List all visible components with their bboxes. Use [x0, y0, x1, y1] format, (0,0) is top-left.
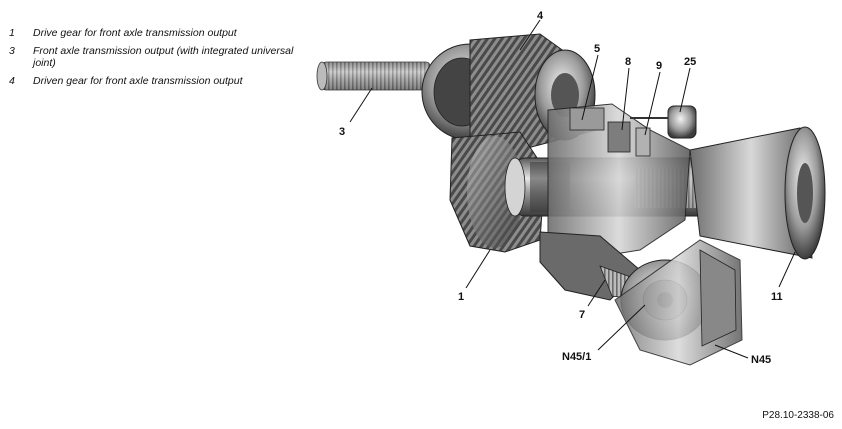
callout-11: 11	[771, 291, 783, 303]
callout-5: 5	[594, 43, 600, 55]
legend-item: 1 Drive gear for front axle transmission…	[9, 27, 309, 39]
callout-1: 1	[458, 291, 464, 303]
callout-n45-1: N45/1	[562, 351, 591, 363]
legend-number: 4	[9, 75, 15, 87]
callout-9: 9	[656, 60, 662, 72]
legend-text: Front axle transmission output (with int…	[33, 45, 294, 69]
reference-code: P28.10-2338-06	[762, 410, 834, 421]
legend-item: 3 Front axle transmission output (with i…	[9, 45, 309, 69]
legend-number: 1	[9, 27, 15, 39]
legend-text: Drive gear for front axle transmission o…	[33, 27, 237, 39]
callout-n45: N45	[751, 354, 771, 366]
output-flange	[689, 126, 826, 260]
legend-number: 3	[9, 45, 15, 57]
legend-item: 4 Driven gear for front axle transmissio…	[9, 75, 309, 87]
front-axle-output-shaft	[316, 61, 431, 91]
legend: 1 Drive gear for front axle transmission…	[9, 27, 309, 93]
leader-lines	[349, 19, 796, 359]
callout-3: 3	[339, 126, 345, 138]
callout-4: 4	[537, 10, 544, 22]
callout-25: 25	[684, 56, 696, 68]
callout-8: 8	[625, 56, 631, 68]
callout-7: 7	[579, 309, 585, 321]
control-unit	[614, 239, 743, 366]
sensor	[630, 105, 697, 139]
clutch-housing	[547, 103, 691, 259]
legend-text: Driven gear for front axle transmission …	[33, 75, 243, 87]
